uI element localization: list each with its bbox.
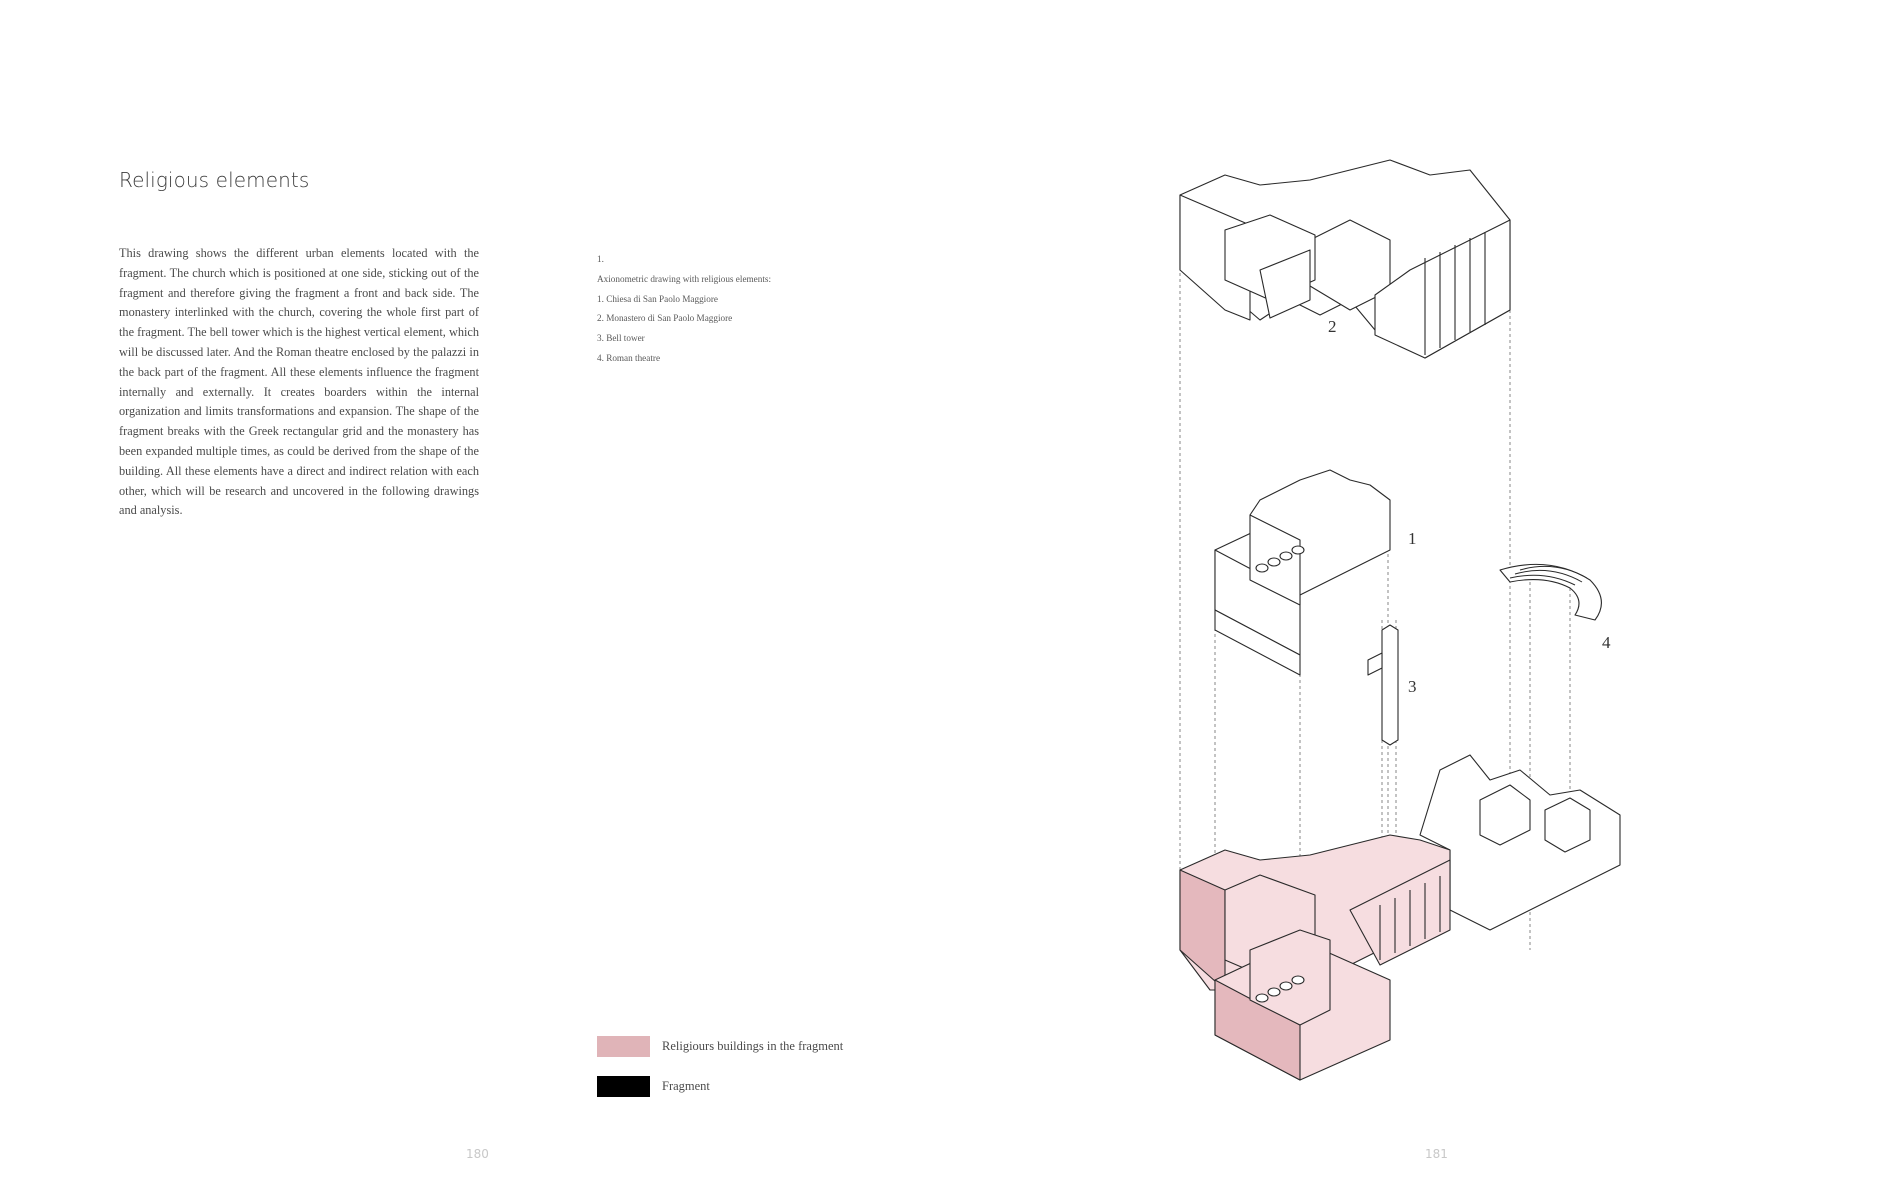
legend-swatch-religious xyxy=(597,1036,650,1057)
label-monastery-number: 2 xyxy=(1328,317,1337,336)
figure-caption: 1. Axionometric drawing with religious e… xyxy=(597,250,857,369)
caption-heading: Axionometric drawing with religious elem… xyxy=(597,273,772,284)
legend-item-religious: Religiours buildings in the fragment xyxy=(597,1036,843,1057)
body-paragraph: This drawing shows the different urban e… xyxy=(119,246,479,518)
section-title: Religious elements xyxy=(119,168,310,192)
monastery-block xyxy=(1179,159,1511,359)
label-church-number: 1 xyxy=(1408,529,1417,548)
church-block xyxy=(1214,469,1391,676)
caption-item-3: 3. Bell tower xyxy=(597,333,645,344)
figure-number: 1. xyxy=(597,254,604,264)
page-number-left: 180 xyxy=(466,1147,489,1161)
legend-swatch-fragment xyxy=(597,1076,650,1097)
legend-label-fragment: Fragment xyxy=(662,1079,710,1093)
fragment-model xyxy=(1179,754,1621,1081)
bell-tower xyxy=(1367,624,1399,746)
caption-item-1: 1. Chiesa di San Paolo Maggiore xyxy=(597,293,718,304)
roman-theatre xyxy=(1499,563,1602,621)
legend-label-religious: Religiours buildings in the fragment xyxy=(662,1039,844,1053)
page-number-right: 181 xyxy=(1425,1147,1448,1161)
legend-item-fragment: Fragment xyxy=(597,1076,710,1097)
caption-item-2: 2. Monastero di San Paolo Maggiore xyxy=(597,313,733,324)
label-theatre-number: 4 xyxy=(1602,633,1611,652)
axonometric-drawing: 2 1 3 4 xyxy=(1179,159,1621,1081)
caption-item-4: 4. Roman theatre xyxy=(597,352,661,363)
label-bell-tower-number: 3 xyxy=(1408,677,1417,696)
